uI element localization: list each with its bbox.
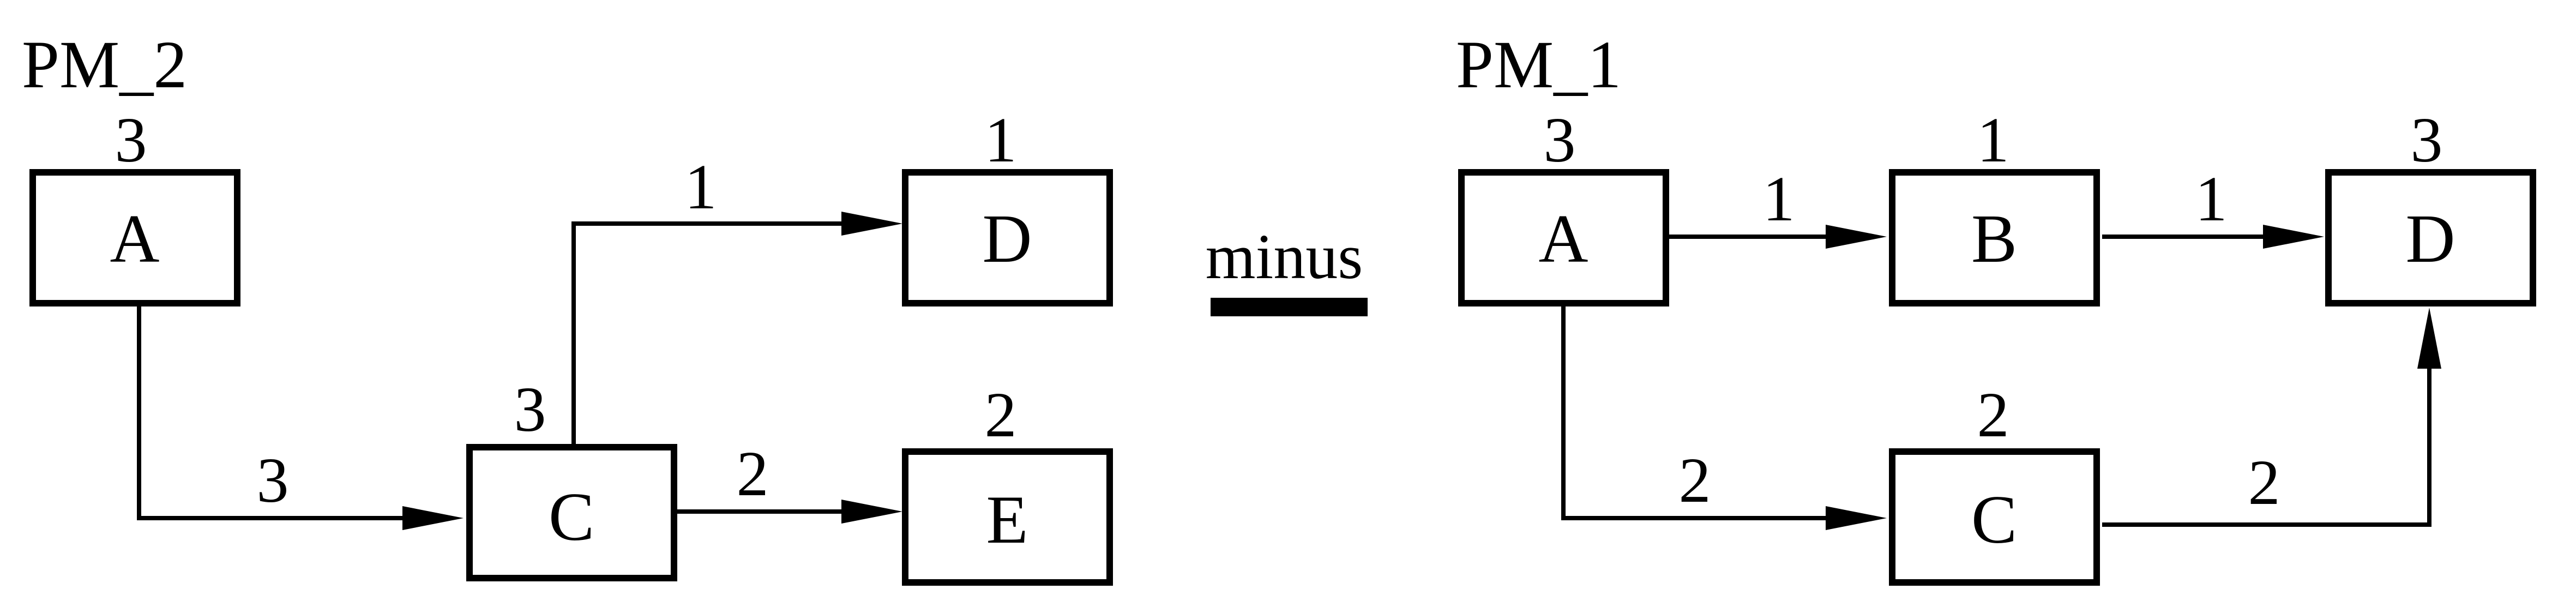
left-node-c-weight: 3 <box>514 374 546 445</box>
right-node-c-weight: 2 <box>1977 379 2009 450</box>
right-edge-a-c <box>1561 303 1833 520</box>
right-edge-a-c-arrowhead <box>1826 506 1887 530</box>
left-node-a-weight: 3 <box>115 104 147 176</box>
right-edge-b-d-weight: 1 <box>2195 163 2228 235</box>
right-edge-a-c-weight: 2 <box>1679 444 1711 516</box>
right-node-d-label: D <box>2406 201 2455 277</box>
right-node-b: B 1 <box>1889 104 2100 306</box>
left-edge-a-c-arrowhead <box>402 506 464 530</box>
left-edge-a-c-weight: 3 <box>257 444 289 516</box>
left-graph-title: PM_2 <box>22 27 187 102</box>
left-node-e-weight: 2 <box>985 379 1017 450</box>
minus-label: minus <box>1206 221 1363 292</box>
left-node-d-label: D <box>983 201 1032 277</box>
right-edge-c-d-arrowhead <box>2417 308 2441 369</box>
left-edge-c-d-weight: 1 <box>685 151 717 223</box>
left-edge-c-e-weight: 2 <box>737 438 769 509</box>
left-node-d: D 1 <box>902 104 1113 306</box>
left-node-c: C 3 <box>466 374 677 581</box>
right-edge-c-d <box>2102 368 2431 527</box>
right-node-c: C 2 <box>1889 379 2100 586</box>
right-graph: PM_1 1 1 2 2 A 3 B 1 C 2 <box>1456 27 2536 586</box>
minus-operator: minus <box>1206 221 1368 316</box>
right-node-a: A 3 <box>1458 104 1669 306</box>
right-edge-b-d-arrowhead <box>2263 225 2324 249</box>
right-node-a-label: A <box>1539 201 1588 277</box>
left-node-a-label: A <box>110 201 160 277</box>
right-node-d-weight: 3 <box>2411 104 2443 176</box>
left-node-c-label: C <box>549 479 594 555</box>
right-node-c-label: C <box>1971 482 2017 558</box>
right-node-b-label: B <box>1971 201 2017 277</box>
left-node-d-weight: 1 <box>985 104 1017 176</box>
left-edge-a-c <box>137 303 410 520</box>
right-edge-a-b-weight: 1 <box>1763 163 1795 235</box>
right-node-b-weight: 1 <box>1977 104 2009 176</box>
left-edge-c-d <box>571 221 849 447</box>
right-edge-a-b-arrowhead <box>1826 225 1887 249</box>
right-edge-c-d-weight: 2 <box>2248 447 2280 518</box>
left-node-e: E 2 <box>902 379 1113 586</box>
left-graph: PM_2 3 1 2 A 3 C 3 D 1 <box>22 27 1113 586</box>
left-edge-c-d-arrowhead <box>841 212 902 236</box>
right-node-d: D 3 <box>2325 104 2536 306</box>
right-graph-title: PM_1 <box>1456 27 1621 102</box>
minus-bar <box>1211 298 1368 316</box>
right-node-a-weight: 3 <box>1544 104 1576 176</box>
left-edge-c-e-arrowhead <box>841 500 902 524</box>
left-node-a: A 3 <box>29 104 240 306</box>
left-node-e-label: E <box>986 482 1028 558</box>
